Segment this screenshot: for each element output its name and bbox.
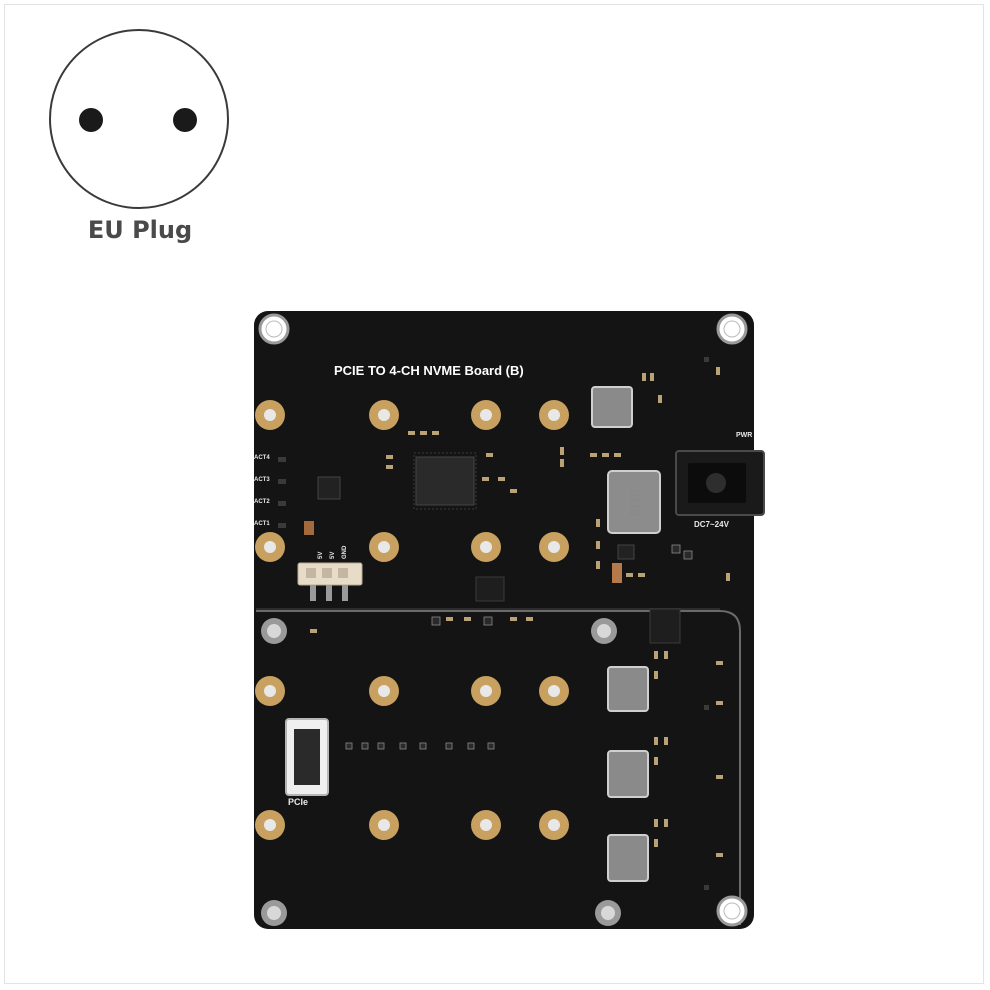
tantalum-capacitor (304, 521, 314, 535)
inductor-bank-3-label: 4R7 (625, 847, 637, 867)
smd-components (310, 367, 730, 857)
dc-barrel-jack (675, 450, 765, 516)
fan-header (297, 562, 363, 601)
standoff-screws (261, 618, 621, 926)
pin-5v-a-label: 5V (318, 552, 324, 559)
flash-chip (475, 576, 505, 602)
fuse (612, 563, 622, 583)
mounting-pad-holes (264, 409, 560, 831)
inductor-top-left-label: 4R7 (609, 397, 621, 417)
corner-holes (258, 313, 748, 927)
buck-chip-top (617, 544, 635, 560)
inductor-large: 6R8 (607, 470, 661, 534)
act2-label: ACT2 (254, 499, 270, 505)
plug-pin-left (79, 108, 103, 132)
inductor-large-label: 6R8 (627, 489, 644, 517)
nvme-board: PCIE TO 4-CH NVME Board (B) 4R7 6R8 4R7 … (254, 311, 765, 929)
inductor-bank-2: 4R7 (607, 750, 649, 798)
pcie-fpc-connector (285, 718, 329, 796)
inductor-bank-2-label: 4R7 (625, 763, 637, 783)
pin-gnd-label: GND (342, 545, 348, 559)
pcie-switch-chip (413, 452, 477, 510)
inductor-bank-3: 4R7 (607, 834, 649, 882)
pcie-label: PCIe (288, 797, 308, 807)
inductor-bank-1-label: 4R7 (625, 679, 637, 699)
eu-plug-icon (49, 29, 229, 209)
inductor-top-left: 4R7 (591, 386, 633, 428)
clock-chip (317, 476, 341, 500)
dc-input-label: DC7~24V (694, 520, 730, 529)
pin-5v-b-label: 5V (330, 552, 336, 559)
act1-label: ACT1 (254, 521, 270, 527)
board-title: PCIE TO 4-CH NVME Board (B) (334, 363, 524, 378)
smd-resistors (345, 544, 693, 750)
board-seam (256, 610, 741, 925)
inductor-bank-1: 4R7 (607, 666, 649, 712)
act3-label: ACT3 (254, 477, 270, 483)
act4-label: ACT4 (254, 455, 270, 461)
plug-caption: EU Plug (87, 216, 193, 244)
image-frame (4, 4, 984, 984)
led-indicators (278, 357, 709, 890)
pwr-label: PWR (736, 432, 752, 439)
regulator-chip (649, 608, 681, 644)
plug-pin-right (173, 108, 197, 132)
